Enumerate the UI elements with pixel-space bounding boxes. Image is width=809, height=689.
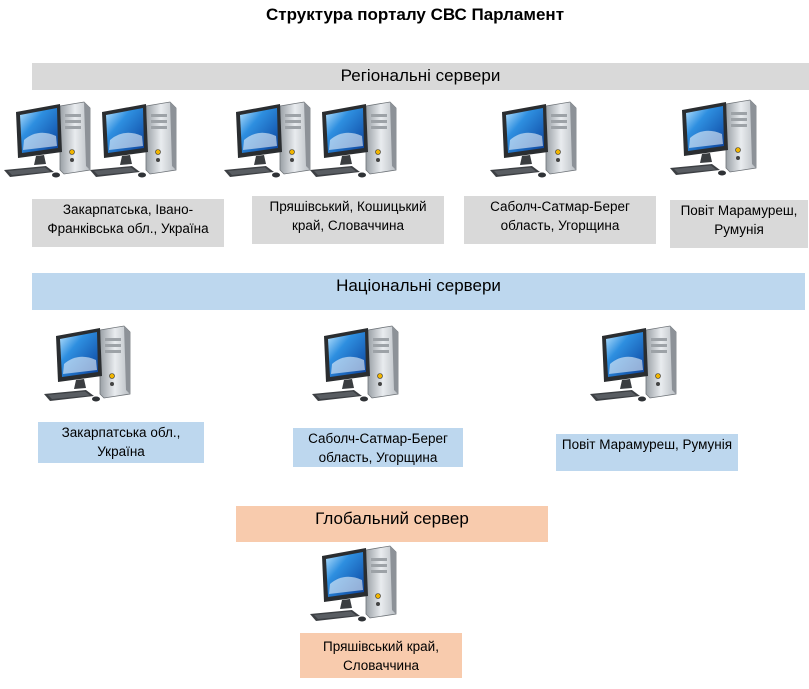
regional-label-slovakia: Пряшівський, Кошицький край, Словаччина [252,196,444,244]
desktop-computer-icon [2,100,98,180]
desktop-computer-icon [488,100,584,180]
national-servers-heading: Національні сервери [32,273,805,310]
national-label-romania: Повіт Марамуреш, Румунія [556,434,738,471]
desktop-computer-icon [668,98,764,178]
desktop-computer-icon [222,100,318,180]
desktop-computer-icon [42,324,138,404]
regional-servers-heading: Регіональні сервери [32,63,809,90]
desktop-computer-icon [308,100,404,180]
national-label-ukraine: Закарпатська обл., Україна [38,422,204,463]
national-label-hungary: Саболч-Сатмар-Берег область, Угорщина [293,428,463,467]
regional-label-ukraine: Закарпатська, Івано-Франківська обл., Ук… [32,199,224,247]
desktop-computer-icon [588,324,684,404]
desktop-computer-icon [88,100,184,180]
diagram-title: Структура порталу СВС Парламент [265,5,565,24]
regional-label-hungary: Саболч-Сатмар-Берег область, Угорщина [464,196,656,244]
desktop-computer-icon [310,324,406,404]
regional-label-romania: Повіт Марамуреш, Румунія [670,200,808,248]
global-server-heading: Глобальний сервер [236,506,548,542]
global-label-slovakia: Пряшівський край, Словаччина [300,633,462,678]
desktop-computer-icon [308,544,404,624]
